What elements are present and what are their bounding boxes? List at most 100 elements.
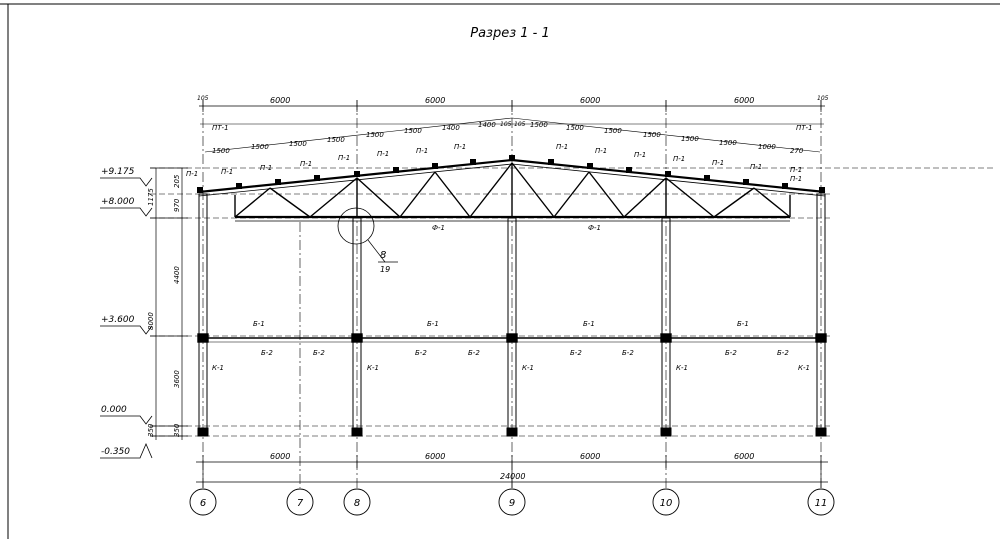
level-lines (150, 167, 995, 437)
top-dimensions (199, 100, 825, 153)
mark-b2-1: Б-2 (261, 349, 273, 357)
node-callout-leader (367, 239, 386, 263)
mark-k1-8: К-1 (367, 364, 379, 372)
panel-dim-4: 1500 (327, 136, 345, 144)
base-plate-11 (815, 427, 827, 437)
panel-dim-8: 1400 (478, 121, 496, 129)
top-small-2: 105 (500, 121, 512, 128)
beam-node-9 (506, 333, 518, 343)
axis-bubble-8 (343, 488, 371, 516)
axis-bubble-9 (498, 488, 526, 516)
top-span-1: 6000 (270, 96, 290, 105)
panel-dim-5: 1500 (366, 131, 384, 139)
panel-dim-13: 1500 (681, 135, 699, 143)
vertical-dimensions (150, 167, 188, 440)
top-span-texts: 6000 6000 6000 6000 (270, 96, 754, 105)
elevation-label-8000: +8.000 (101, 197, 135, 207)
dim-205: 205 (173, 174, 181, 188)
truss (197, 155, 826, 222)
mark-p1-m: П-1 (712, 159, 724, 167)
beam-node-8 (351, 333, 363, 343)
base-plate-10 (660, 427, 672, 437)
axis-bubble-11 (807, 488, 835, 516)
base-plate-6 (197, 427, 209, 437)
base-plate-9 (506, 427, 518, 437)
elevation-label-0000: 0.000 (101, 405, 127, 415)
panel-dim-16: 270 (790, 147, 804, 155)
drawing-title: Разрез 1 - 1 (470, 26, 550, 41)
panel-dim-15: 1000 (758, 143, 776, 151)
axis-bubble-6 (189, 488, 217, 516)
elevation-label-9175: +9.175 (101, 167, 135, 177)
mark-p1-g: П-1 (416, 147, 428, 155)
mark-k1-10: К-1 (676, 364, 688, 372)
beams-3600 (197, 333, 827, 343)
axis-label-8: 8 (354, 498, 360, 509)
beam-node-6 (197, 333, 209, 343)
mark-b2-7: Б-2 (725, 349, 737, 357)
dim-8000: 8000 (147, 312, 155, 330)
mark-f1-left: Ф-1 (432, 224, 445, 232)
axis-bubble-10 (652, 488, 680, 516)
beam-marks: Б-1 Б-1 Б-1 Б-1 Б-2 Б-2 Б-2 Б-2 Б-2 Б-2 … (253, 320, 789, 357)
elevation-label-3600: +3.600 (101, 315, 135, 325)
mark-b1-4: Б-1 (737, 320, 749, 328)
node-number: 8 (380, 250, 386, 261)
mark-b1-1: Б-1 (253, 320, 265, 328)
axis-label-9: 9 (509, 498, 515, 509)
top-small-1: 105 (197, 95, 209, 102)
mark-p1-l: П-1 (673, 155, 685, 163)
top-small-3: 105 (514, 121, 526, 128)
mark-k1-9: К-1 (522, 364, 534, 372)
node-sheet: 19 (380, 265, 390, 274)
panel-dim-7: 1400 (442, 124, 460, 132)
dim-350-b: 350 (173, 423, 181, 437)
elevation-label-0350: -0.350 (101, 447, 130, 457)
bottom-span-2: 6000 (425, 452, 445, 461)
panel-dim-6: 1500 (404, 127, 422, 135)
panel-dim-texts: 1500 1500 1500 1500 1500 1500 1400 1400 … (212, 121, 804, 155)
mark-pt1-right: ПТ-1 (796, 124, 813, 132)
top-span-4: 6000 (734, 96, 754, 105)
dim-3600: 3600 (173, 370, 181, 388)
mark-b1-2: Б-1 (427, 320, 439, 328)
mark-p1-k: П-1 (634, 151, 646, 159)
axis-bubble-7 (286, 488, 314, 516)
bottom-span-4: 6000 (734, 452, 754, 461)
top-span-3: 6000 (580, 96, 600, 105)
mark-b2-6: Б-2 (622, 349, 634, 357)
base-plate-8 (351, 427, 363, 437)
axis-bubbles (189, 488, 835, 516)
dim-970: 970 (173, 198, 181, 212)
bottom-span-3: 6000 (580, 452, 600, 461)
mark-p1-d: П-1 (300, 160, 312, 168)
mark-b2-8: Б-2 (777, 349, 789, 357)
mark-p1-f: П-1 (377, 150, 389, 158)
beam-node-10 (660, 333, 672, 343)
axis-label-6: 6 (200, 498, 206, 509)
mark-b2-4: Б-2 (468, 349, 480, 357)
mark-p1-i: П-1 (556, 143, 568, 151)
mark-p1-e: П-1 (338, 154, 350, 162)
panel-dim-12: 1500 (643, 131, 661, 139)
mark-b2-2: Б-2 (313, 349, 325, 357)
axis-label-7: 7 (297, 498, 304, 509)
mark-pt1-left: ПТ-1 (212, 124, 229, 132)
mark-b2-3: Б-2 (415, 349, 427, 357)
vertical-dim-texts: 1175 970 205 4400 8000 3600 350 350 (147, 174, 181, 437)
dim-1175: 1175 (147, 188, 155, 206)
column-marks: К-1 К-1 К-1 К-1 К-1 (212, 364, 810, 372)
axis-label-10: 10 (660, 498, 673, 509)
mark-p1-c: П-1 (260, 164, 272, 172)
elevation-markers (100, 177, 153, 459)
panel-dim-10: 1500 (566, 124, 584, 132)
bottom-dimensions (196, 455, 828, 488)
dim-4400: 4400 (173, 266, 181, 284)
mark-k1-6: К-1 (212, 364, 224, 372)
top-span-2: 6000 (425, 96, 445, 105)
panel-dim-9: 1500 (530, 121, 548, 129)
bottom-span-1: 6000 (270, 452, 290, 461)
top-small-4: 105 (817, 95, 829, 102)
panel-dim-1: 1500 (212, 147, 230, 155)
